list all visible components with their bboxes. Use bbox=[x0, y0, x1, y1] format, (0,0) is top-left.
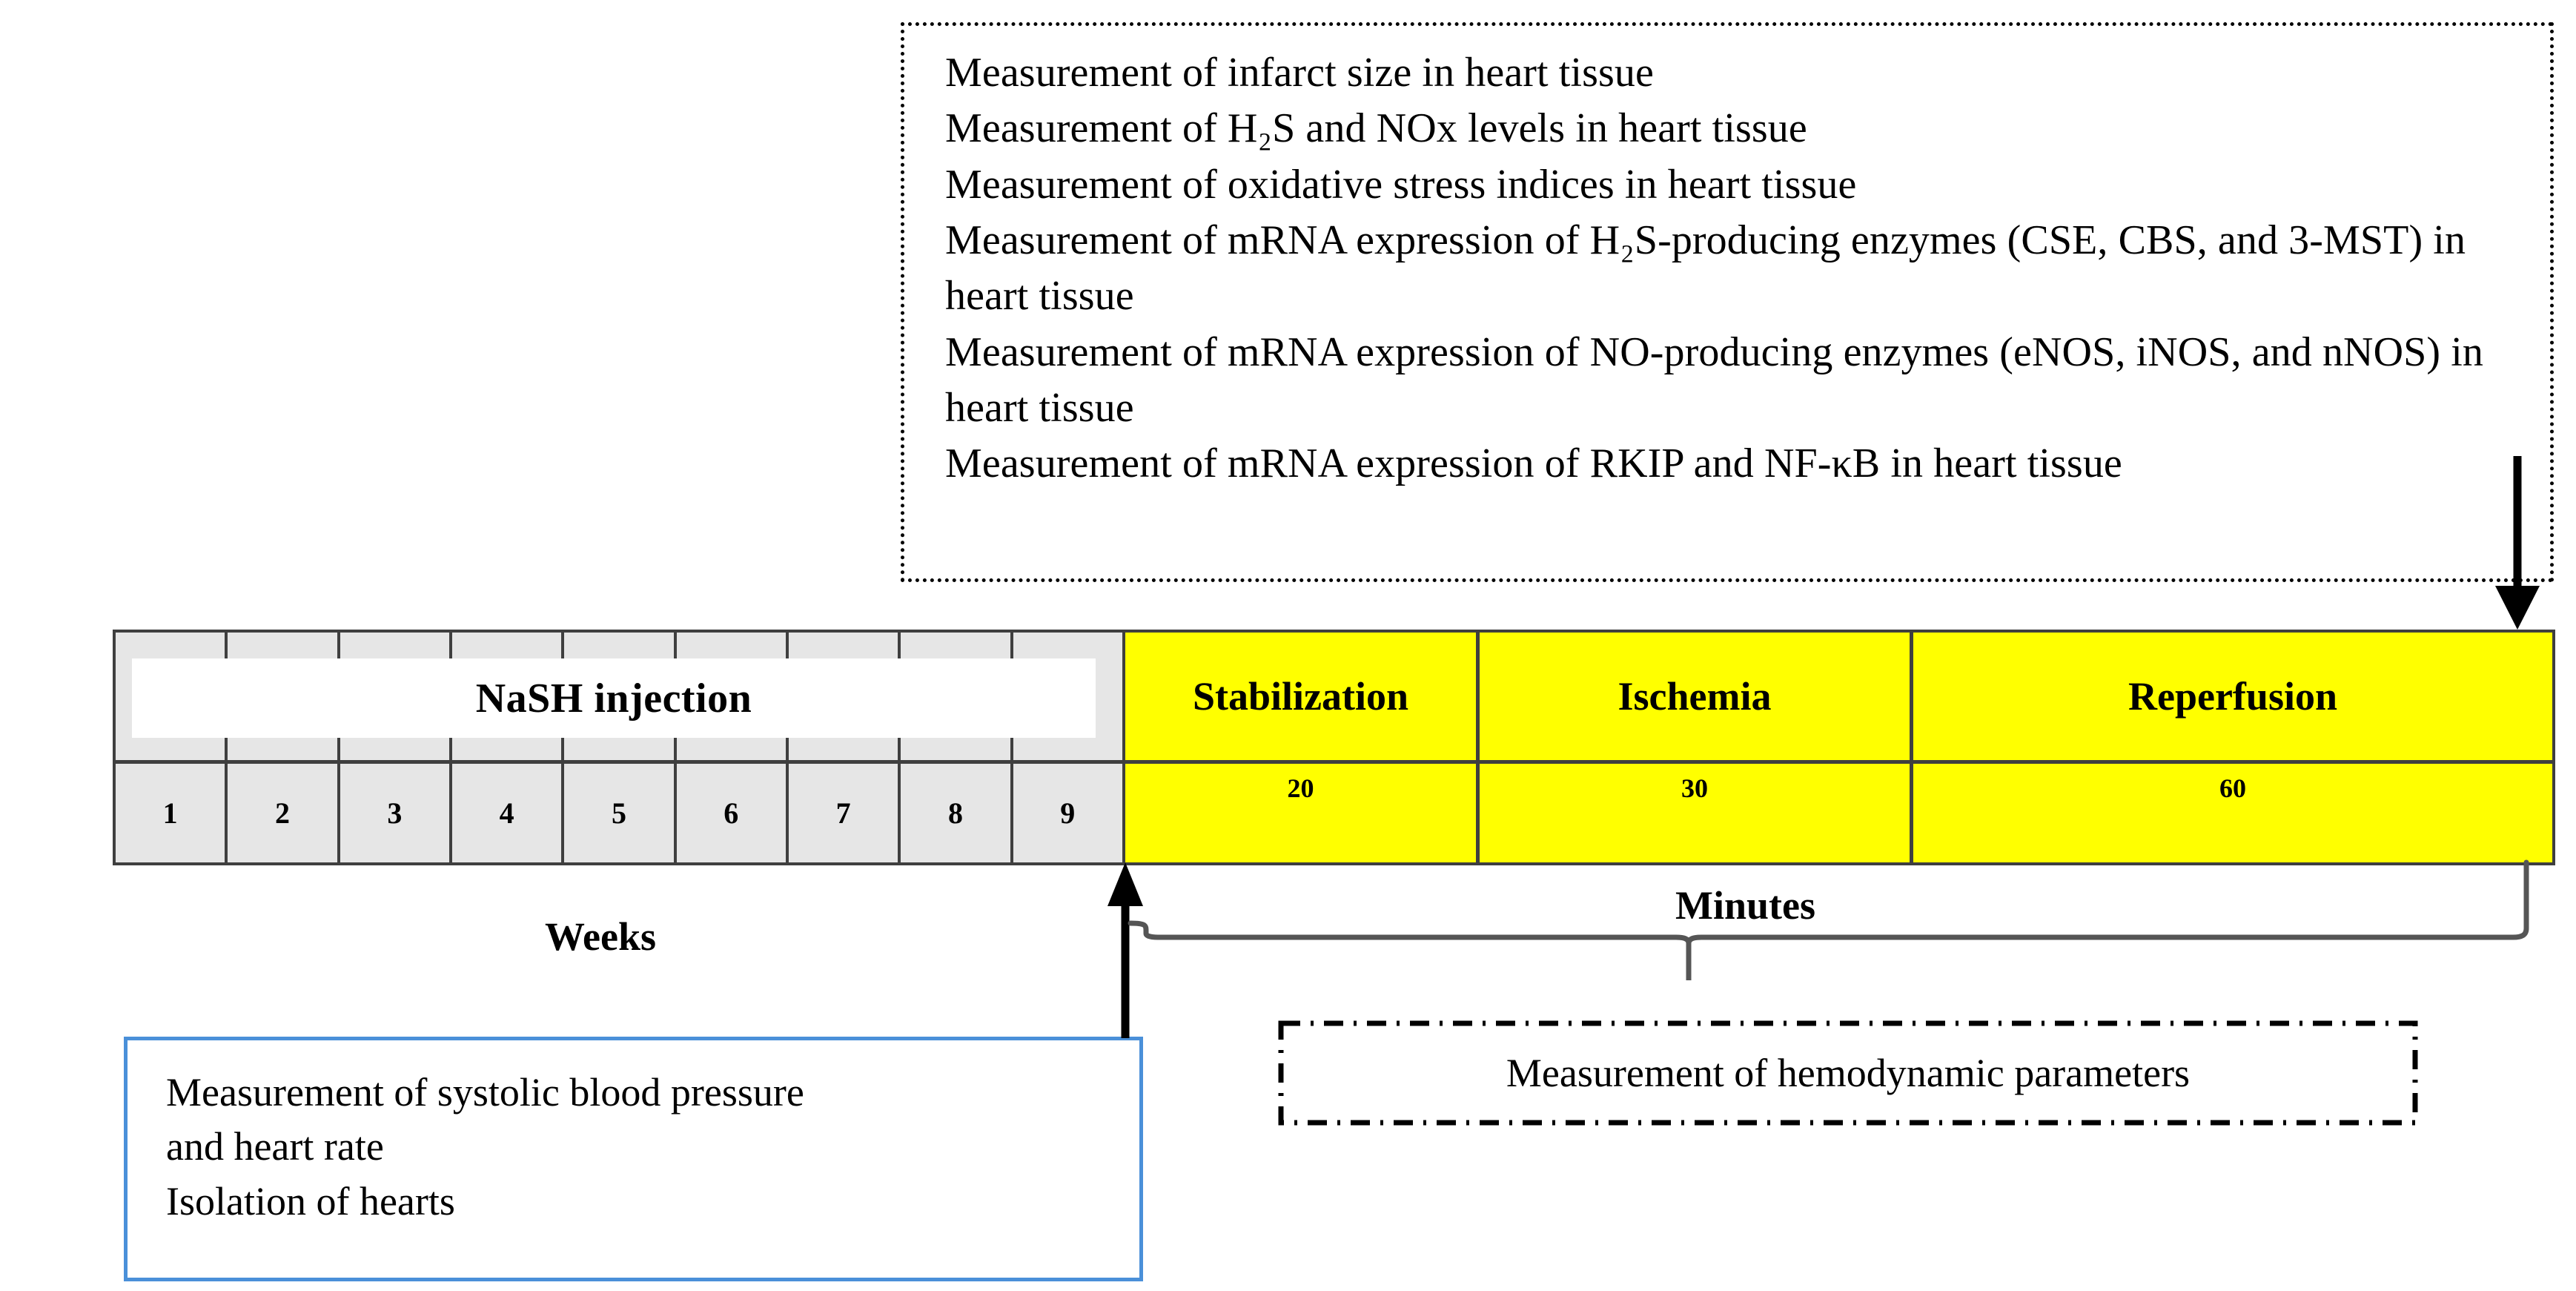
week-number: 8 bbox=[947, 796, 963, 830]
week-top-cell bbox=[676, 633, 786, 764]
week-top-cell bbox=[228, 633, 337, 764]
week-column: 2 bbox=[228, 633, 340, 862]
week-column: 1 bbox=[116, 633, 228, 862]
measurement-item: Measurement of mRNA expression of H₂S-pr… bbox=[945, 217, 2477, 320]
measurement-item: Measurement of mRNA expression of NO-pro… bbox=[945, 328, 2494, 431]
phase-column-ischemia: Ischemia 30 bbox=[1480, 633, 1913, 862]
phase-duration: 30 bbox=[1681, 773, 1708, 803]
phases-section: Stabilization 20 Ischemia 30 Reperfusion… bbox=[1125, 630, 2555, 865]
week-column: 9 bbox=[1013, 633, 1122, 862]
week-number: 6 bbox=[724, 796, 739, 830]
week-number: 9 bbox=[1060, 796, 1076, 830]
week-top-cell bbox=[1013, 633, 1122, 764]
week-column: 6 bbox=[676, 633, 789, 862]
measurement-item: Measurement of H₂S and NOx levels in hea… bbox=[945, 105, 1807, 152]
phase-duration: 20 bbox=[1287, 773, 1314, 803]
baseline-measurements-list: Measurement of systolic blood pressure a… bbox=[166, 1066, 1129, 1229]
week-column: 4 bbox=[451, 633, 565, 862]
week-number: 1 bbox=[162, 796, 178, 830]
week-number: 2 bbox=[274, 796, 290, 830]
week-top-cell bbox=[451, 633, 562, 764]
week-column: 5 bbox=[564, 633, 677, 862]
study-timeline: 1 2 3 4 5 bbox=[113, 630, 2555, 865]
week-top-cell bbox=[564, 633, 674, 764]
week-top-cell bbox=[116, 633, 225, 764]
heart-tissue-measurements-list: Measurement of infarct size in heart tis… bbox=[945, 45, 2537, 492]
week-top-cell bbox=[340, 633, 449, 764]
week-column: 8 bbox=[901, 633, 1013, 862]
heart-tissue-measurements-panel: Measurement of infarct size in heart tis… bbox=[901, 22, 2554, 582]
week-number: 7 bbox=[835, 796, 851, 830]
phase-name: Reperfusion bbox=[1913, 633, 2552, 764]
week-column: 3 bbox=[340, 633, 452, 862]
measurement-item: and heart rate bbox=[166, 1124, 384, 1169]
weeks-section: 1 2 3 4 5 bbox=[113, 630, 1125, 865]
phase-duration: 60 bbox=[2219, 773, 2246, 803]
hemodynamic-measurement-box: Measurement of hemodynamic parameters bbox=[1281, 1023, 2415, 1123]
weeks-axis-label: Weeks bbox=[545, 914, 657, 959]
minutes-axis-label: Minutes bbox=[1675, 883, 1815, 928]
measurement-item: Measurement of oxidative stress indices … bbox=[945, 161, 1857, 208]
measurement-item: Measurement of systolic blood pressure bbox=[166, 1070, 804, 1115]
baseline-to-timeline-arrow bbox=[1107, 862, 1143, 1038]
phase-column-reperfusion: Reperfusion 60 bbox=[1913, 633, 2552, 862]
week-column: 7 bbox=[788, 633, 901, 862]
phases-grid: Stabilization 20 Ischemia 30 Reperfusion… bbox=[1125, 633, 2552, 862]
minutes-brace bbox=[1128, 859, 2529, 980]
weeks-grid: 1 2 3 4 5 bbox=[116, 633, 1122, 862]
week-top-cell bbox=[788, 633, 898, 764]
week-top-cell bbox=[901, 633, 1010, 764]
baseline-measurements-box: Measurement of systolic blood pressure a… bbox=[124, 1037, 1143, 1281]
nash-injection-band: NaSH injection bbox=[132, 658, 1096, 738]
week-number: 5 bbox=[611, 796, 626, 830]
measurement-item: Isolation of hearts bbox=[166, 1178, 455, 1224]
phase-name: Stabilization bbox=[1125, 633, 1476, 764]
measurement-item: Measurement of infarct size in heart tis… bbox=[945, 50, 1654, 96]
week-number: 3 bbox=[387, 796, 403, 830]
week-number: 4 bbox=[499, 796, 514, 830]
phase-column-stabilization: Stabilization 20 bbox=[1125, 633, 1480, 862]
measurement-item: Measurement of mRNA expression of RKIP a… bbox=[945, 440, 2122, 487]
phase-name: Ischemia bbox=[1480, 633, 1910, 764]
